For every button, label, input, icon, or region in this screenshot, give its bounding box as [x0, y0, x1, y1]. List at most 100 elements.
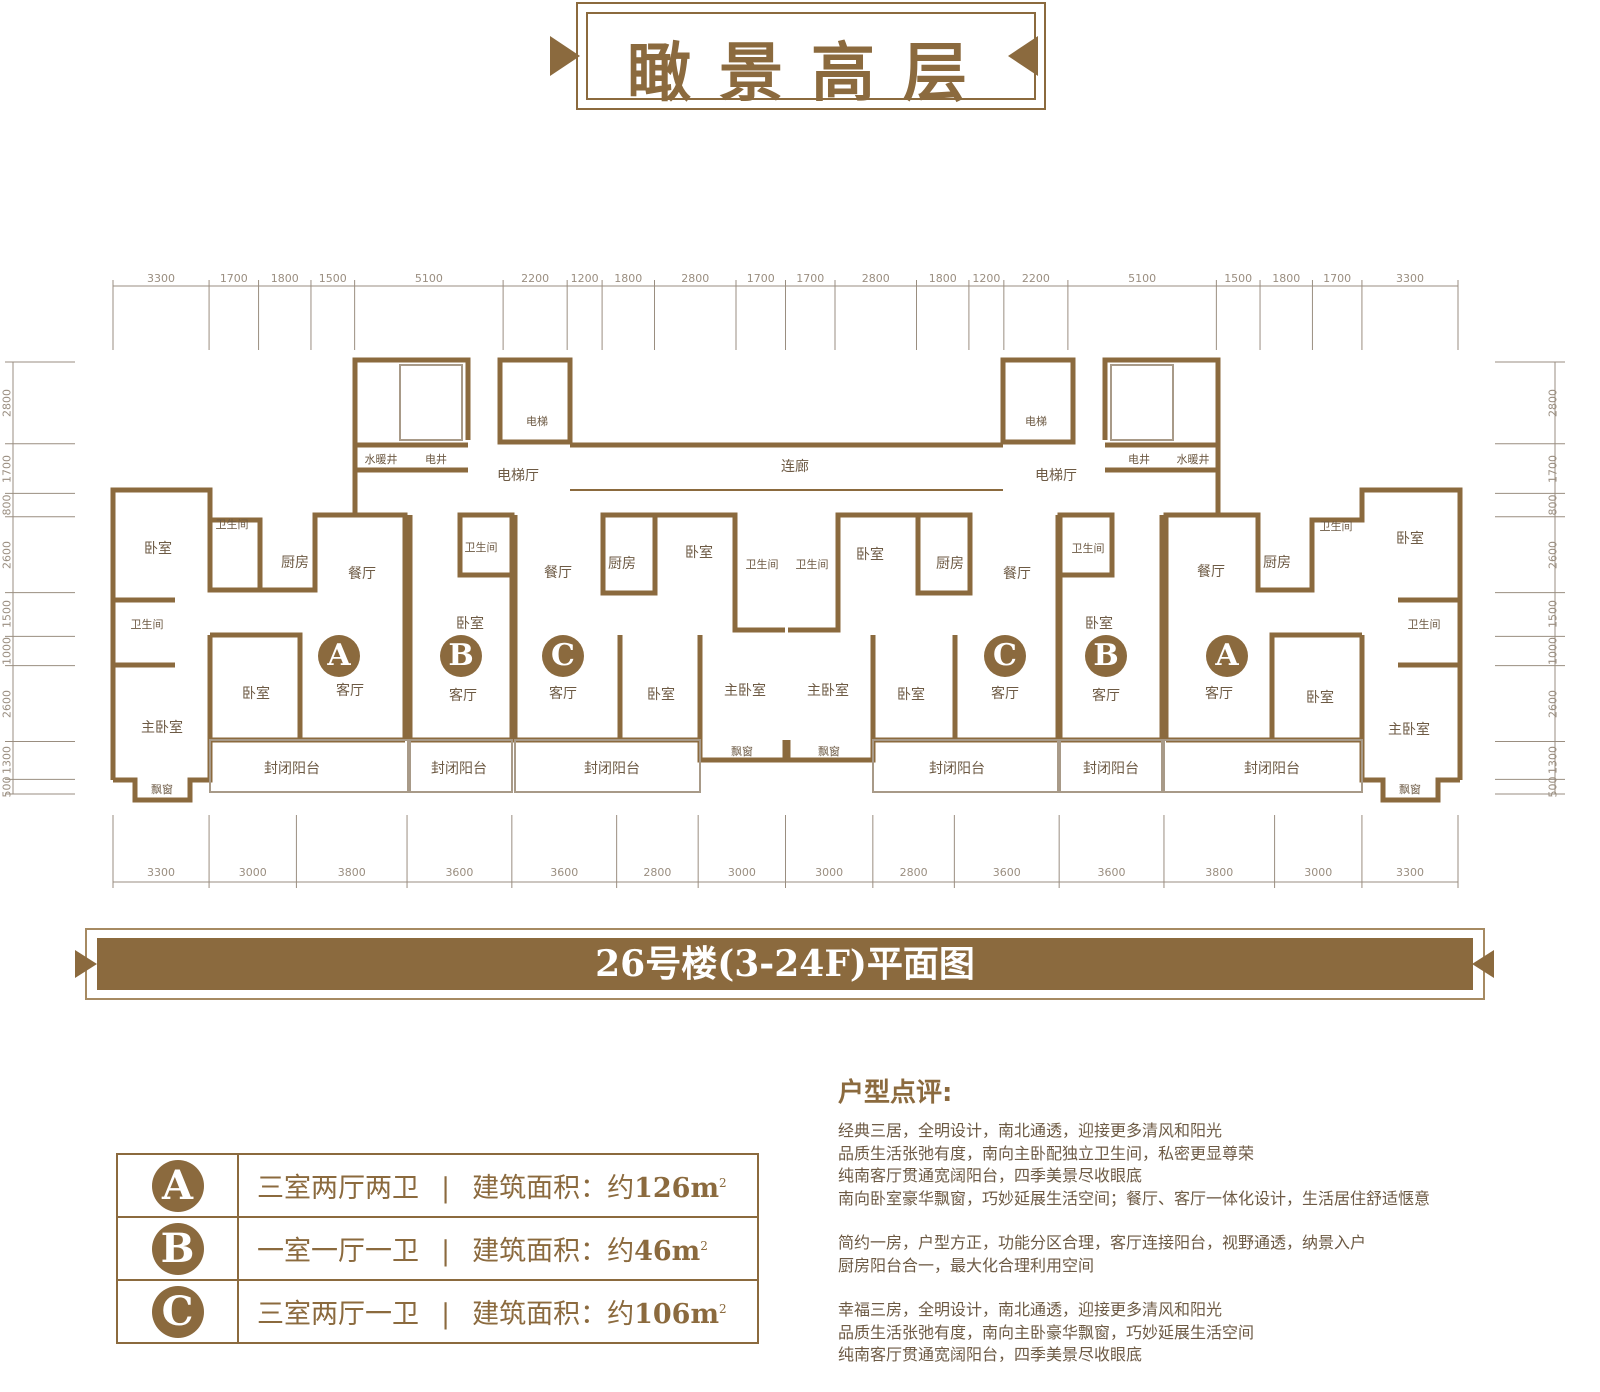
dimension-label: 1500 — [1224, 272, 1253, 285]
room-label: 电井 — [425, 453, 447, 466]
room-label: 卫生间 — [1319, 520, 1353, 533]
dimension-label: 5100 — [1128, 272, 1157, 285]
room-label: 卫生间 — [215, 518, 249, 531]
dimension-label: 1300 — [1546, 746, 1560, 775]
area-unit-sup: 2 — [719, 1176, 727, 1190]
separator: | — [441, 1299, 451, 1330]
room-label: 封闭阳台 — [1083, 761, 1139, 777]
dimension-label: 3800 — [337, 866, 366, 879]
room-label: 客厅 — [991, 686, 1019, 702]
room-label: 电梯厅 — [497, 468, 539, 484]
dimension-label: 800 — [0, 494, 14, 516]
review-line: 纯南客厅贯通宽阔阳台，四季美景尽收眼底 — [838, 1166, 1143, 1185]
review-unit-a: 经典三居，全明设计，南北通透，迎接更多清风和阳光 品质生活张弛有度，南向主卧配独… — [838, 1120, 1430, 1210]
area-value: 46m — [634, 1236, 701, 1267]
room-label: 餐厅 — [1197, 564, 1225, 580]
review-unit-b: 简约一房，户型方正，功能分区合理，客厅连接阳台，视野通透，纳景入户 厨房阳台合一… — [838, 1232, 1366, 1277]
dimension-label: 3600 — [445, 866, 474, 879]
dimension-label: 5100 — [414, 272, 443, 285]
room-label: 电梯厅 — [1035, 468, 1077, 484]
room-label: 飘窗 — [151, 783, 173, 796]
dimension-label: 3300 — [147, 866, 176, 879]
walls — [110, 357, 1463, 803]
unit-badge-a: A — [318, 635, 360, 677]
dimension-label: 3000 — [1304, 866, 1333, 879]
room-label: 客厅 — [449, 688, 477, 704]
room-label: 卧室 — [856, 547, 884, 563]
review-line: 纯南客厅贯通宽阔阳台，四季美景尽收眼底 — [838, 1345, 1143, 1364]
room-label: 卧室 — [1306, 690, 1334, 706]
dimension-label: 3600 — [1097, 866, 1126, 879]
room-label: 卧室 — [456, 616, 484, 632]
dimension-label: 1700 — [796, 272, 825, 285]
unit-badge-c: C — [542, 635, 584, 677]
page-title-frame: 瞰景高层 — [576, 2, 1046, 111]
room-label: 卫生间 — [795, 558, 829, 571]
room-label: 电梯 — [526, 415, 548, 428]
room-label: 卧室 — [647, 687, 675, 703]
legend-row-a: A 三室两厅两卫|建筑面积：约126m2 — [116, 1153, 759, 1218]
room-label: 厨房 — [936, 556, 964, 572]
balconies — [209, 364, 1363, 793]
dimension-label: 3000 — [238, 866, 267, 879]
dimension-label: 1500 — [0, 600, 14, 629]
dimension-label: 1800 — [928, 272, 957, 285]
room-label: 飘窗 — [731, 745, 753, 758]
room-label: 餐厅 — [348, 566, 376, 582]
dimension-label: 1700 — [746, 272, 775, 285]
review-line: 品质生活张弛有度，南向主卧豪华飘窗，巧妙延展生活空间 — [838, 1322, 1255, 1342]
layout-text: 一室一厅一卫 — [257, 1236, 419, 1267]
area-value: 126m — [634, 1173, 720, 1204]
dimension-label: 2600 — [1546, 540, 1560, 569]
room-label: 卫生间 — [1071, 542, 1105, 555]
review-line: 简约一房，户型方正，功能分区合理，客厅连接阳台，视野通透，纳景入户 — [838, 1233, 1367, 1252]
dimension-label: 1200 — [972, 272, 1001, 285]
review-unit-c: 幸福三房，全明设计，南北通透，迎接更多清风和阳光 品质生活张弛有度，南向主卧豪华… — [838, 1299, 1254, 1367]
review-line: 经典三居，全明设计，南北通透，迎接更多清风和阳光 — [838, 1121, 1223, 1140]
unit-badge-c: C — [151, 1285, 204, 1338]
unit-badge-a: A — [1206, 635, 1248, 677]
room-label: 卧室 — [897, 687, 925, 703]
area-label: 建筑面积：约 — [472, 1299, 635, 1330]
arrow-left-icon — [1008, 36, 1038, 76]
room-label: 主卧室 — [724, 683, 766, 699]
arrow-right-icon — [75, 950, 97, 978]
arrow-right-icon — [550, 36, 580, 76]
room-label: 电井 — [1128, 453, 1150, 466]
room-label: 封闭阳台 — [264, 761, 320, 777]
unit-badge-b: B — [151, 1222, 204, 1275]
area-label: 建筑面积：约 — [472, 1173, 635, 1204]
room-label: 客厅 — [336, 683, 364, 699]
room-label: 餐厅 — [544, 565, 572, 581]
legend-row-b: B 一室一厅一卫|建筑面积：约46m2 — [116, 1216, 759, 1281]
plan-title-banner: 26号楼(3-24F)平面图 — [97, 938, 1473, 990]
dimension-label: 2600 — [0, 540, 14, 569]
room-label: 卧室 — [1396, 531, 1424, 547]
unit-badge-a: A — [151, 1159, 204, 1212]
area-unit-sup: 2 — [719, 1302, 727, 1316]
room-label: 主卧室 — [1388, 722, 1430, 738]
room-label: 卧室 — [144, 541, 172, 557]
room-label: 封闭阳台 — [929, 761, 985, 777]
room-label: 客厅 — [1092, 688, 1120, 704]
dimension-label: 1700 — [1323, 272, 1352, 285]
page-title: 瞰景高层 — [627, 36, 995, 111]
dimension-label: 1500 — [318, 272, 347, 285]
dimension-label: 1800 — [614, 272, 643, 285]
dimension-label: 3600 — [992, 866, 1021, 879]
dimension-label: 500 — [1546, 776, 1560, 798]
room-label: 飘窗 — [1399, 783, 1421, 796]
dimension-label: 3000 — [815, 866, 844, 879]
room-label: 水暖井 — [1176, 453, 1210, 466]
room-label: 主卧室 — [807, 683, 849, 699]
dimension-label: 3300 — [147, 272, 176, 285]
dimension-label: 2200 — [1021, 272, 1050, 285]
review-line: 南向卧室豪华飘窗，巧妙延展生活空间；餐厅、客厅一体化设计，生活居住舒适惬意 — [838, 1188, 1431, 1208]
room-label: 餐厅 — [1003, 566, 1031, 582]
area-unit-sup: 2 — [700, 1239, 708, 1253]
dimension-label: 1000 — [1546, 636, 1560, 665]
room-label: 卫生间 — [130, 618, 164, 631]
dimension-label: 1700 — [0, 454, 14, 483]
dimension-label: 1800 — [270, 272, 299, 285]
room-label: 厨房 — [281, 555, 309, 571]
